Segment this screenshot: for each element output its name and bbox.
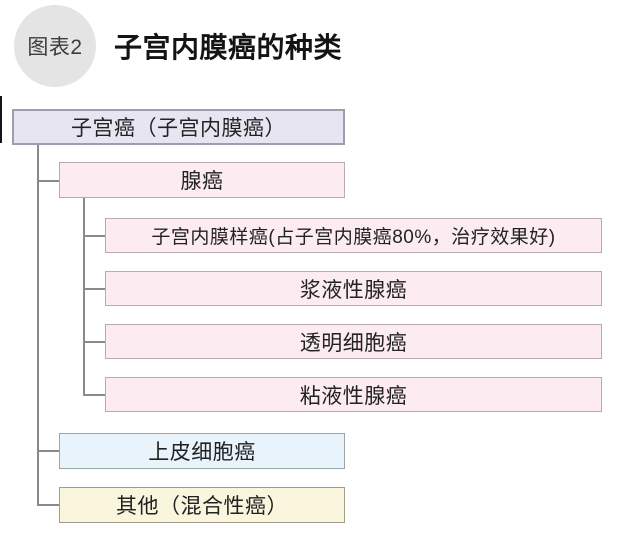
node-endometrioid-carcinoma: 子宫内膜样癌(占子宫内膜癌80%，治疗效果好) (105, 218, 602, 253)
connector-adenocarcinoma-vertical (83, 198, 85, 395)
connector-to-mucinous (83, 394, 106, 396)
node-clear-cell-carcinoma: 透明细胞癌 (105, 324, 602, 359)
node-uterine-cancer: 子宫癌（子宫内膜癌） (12, 109, 345, 145)
figure-badge-label: 图表2 (27, 36, 83, 59)
node-adenocarcinoma: 腺癌 (59, 162, 345, 198)
figure-title: 子宫内膜癌的种类 (114, 32, 343, 63)
connector-to-other (37, 504, 60, 506)
node-serous-adenocarcinoma: 浆液性腺癌 (105, 271, 602, 306)
connector-to-clear-cell (83, 341, 106, 343)
connector-to-serous (83, 288, 106, 290)
figure-badge: 图表2 (14, 5, 96, 87)
node-mucinous-adenocarcinoma: 粘液性腺癌 (105, 377, 602, 412)
left-edge-artifact (0, 96, 2, 143)
node-epithelial-cell-carcinoma: 上皮细胞癌 (59, 433, 345, 469)
connector-main-vertical (37, 145, 39, 506)
connector-to-adenocarcinoma (37, 180, 60, 182)
node-other-mixed-carcinoma: 其他（混合性癌） (59, 487, 345, 523)
connector-to-endometrioid (83, 235, 106, 237)
connector-to-epithelial (37, 450, 60, 452)
